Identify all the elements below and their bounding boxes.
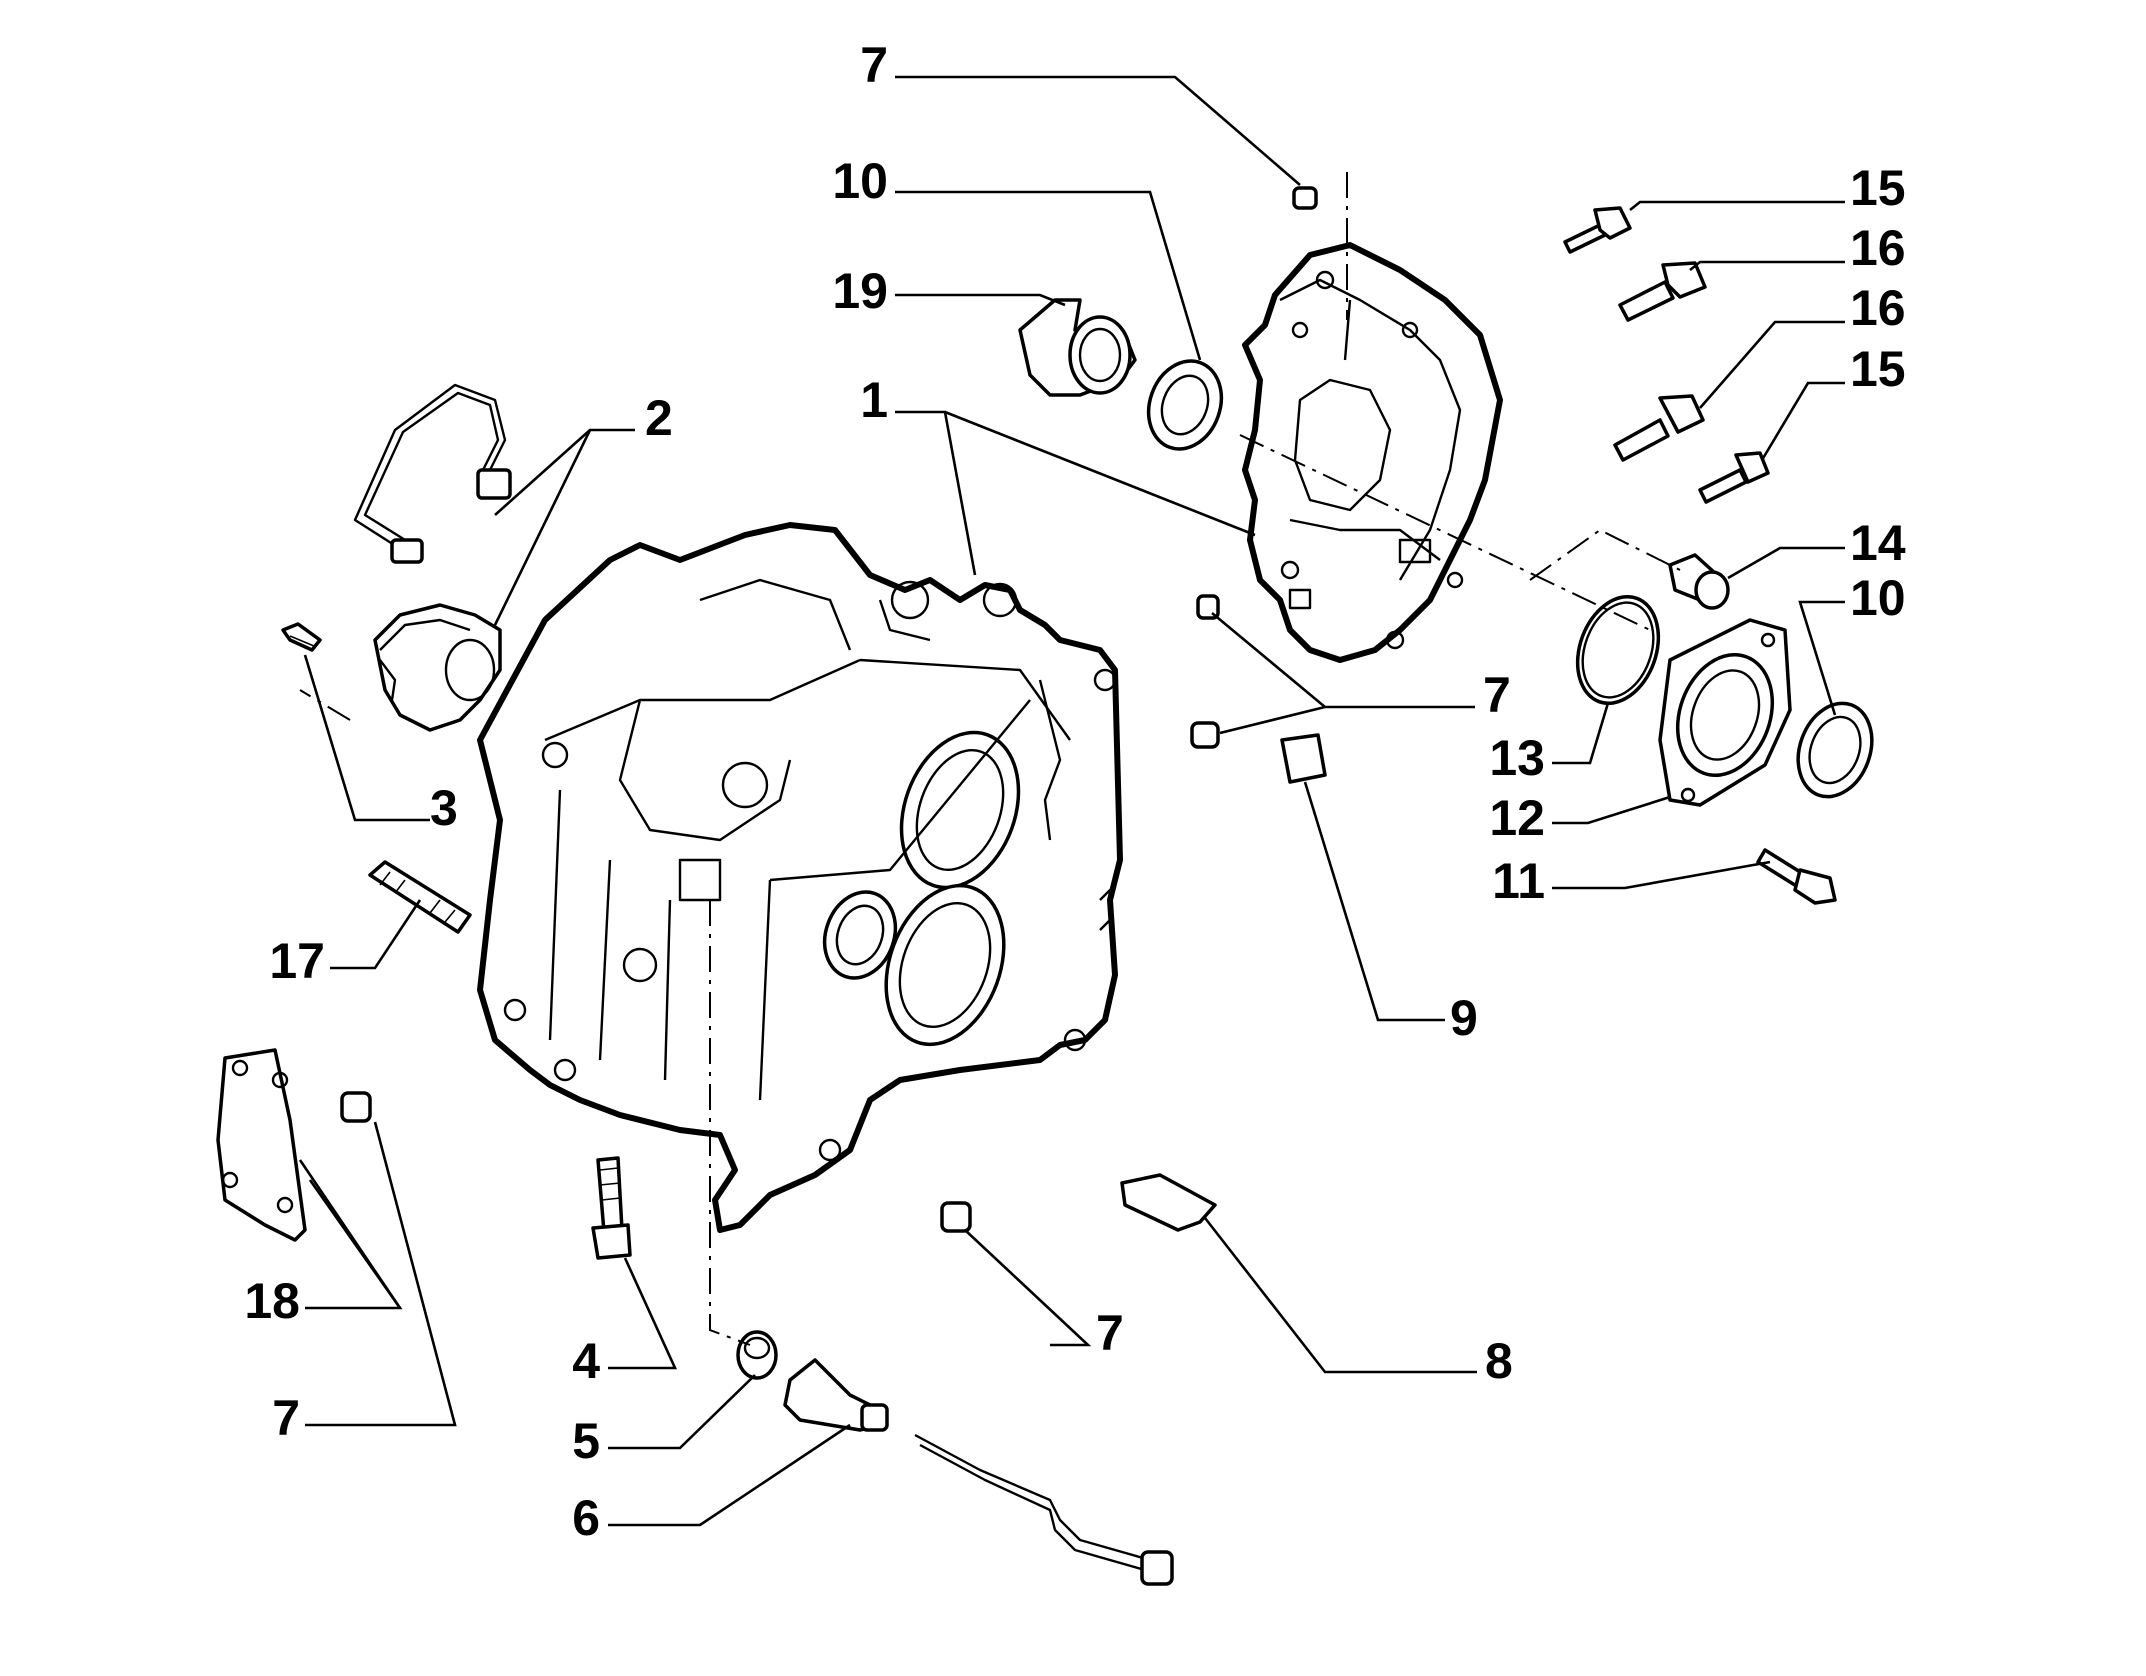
callout-3: 3 xyxy=(430,780,458,836)
callout-2: 2 xyxy=(645,390,673,446)
callout-19: 19 xyxy=(832,263,888,319)
callout-15-lower: 15 xyxy=(1850,341,1906,397)
sleeve-14-part xyxy=(1668,553,1730,610)
callout-16-lower: 16 xyxy=(1850,280,1906,336)
callout-12: 12 xyxy=(1489,790,1545,846)
cover-plate-18-part xyxy=(216,1048,307,1242)
callout-15-upper: 15 xyxy=(1850,160,1906,216)
screw-3-part xyxy=(281,622,322,652)
callout-6: 6 xyxy=(572,1490,600,1546)
rear-cover-part xyxy=(1242,242,1503,663)
callout-10-right: 10 xyxy=(1850,570,1906,626)
o-ring-13-part xyxy=(1575,594,1661,706)
bolt-16-lower-part xyxy=(1613,394,1705,462)
callout-7-bottom: 7 xyxy=(1096,1305,1124,1361)
callout-18: 18 xyxy=(244,1273,300,1329)
transmission-housing-part xyxy=(477,522,1123,1233)
callout-4: 4 xyxy=(572,1333,600,1389)
magnet-9-part xyxy=(1280,733,1327,784)
plug-5-part xyxy=(736,1330,778,1380)
bushing-7-left-part xyxy=(340,1091,372,1123)
stud-17-part xyxy=(368,860,472,934)
callout-17: 17 xyxy=(269,933,325,989)
callout-13: 13 xyxy=(1489,730,1545,786)
cap-7-top-part xyxy=(1292,186,1318,210)
callout-7-left: 7 xyxy=(272,1390,300,1446)
callout-16-upper: 16 xyxy=(1850,220,1906,276)
bolt-16-upper-part xyxy=(1618,261,1707,322)
assembly-axes xyxy=(299,172,1681,1346)
slave-cylinder-2-part xyxy=(373,603,502,732)
seal-10-upper-part xyxy=(1146,359,1224,451)
bearing-plate-12-part xyxy=(1658,618,1792,807)
sensor-6-part xyxy=(783,1358,889,1432)
callout-8: 8 xyxy=(1485,1333,1513,1389)
bolt-15-upper-part xyxy=(1563,206,1632,254)
clutch-line-2-part xyxy=(353,383,512,564)
callout-7-middle: 7 xyxy=(1483,667,1511,723)
bolt-15-lower-part xyxy=(1698,451,1770,504)
callout-14: 14 xyxy=(1850,515,1906,571)
bolt-4-part xyxy=(591,1156,632,1260)
sensor-cable-part xyxy=(914,1433,1174,1586)
seal-10-lower-part xyxy=(1796,701,1874,799)
cup-19-part xyxy=(1018,298,1137,397)
callout-11: 11 xyxy=(1492,853,1545,909)
callout-7-top: 7 xyxy=(860,37,888,93)
callout-5: 5 xyxy=(572,1413,600,1469)
callout-1: 1 xyxy=(860,372,888,428)
bushing-7-lower-part xyxy=(940,1201,972,1233)
callout-10-top: 10 xyxy=(832,153,888,209)
leader-lines xyxy=(298,75,1845,1527)
callout-9: 9 xyxy=(1450,990,1478,1046)
bushing-7-mid-part xyxy=(1190,594,1220,749)
plate-8-part xyxy=(1120,1173,1217,1232)
callout-labels: 7 10 19 1 2 3 17 15 16 16 15 14 10 7 13 … xyxy=(244,37,1905,1546)
bolt-11-part xyxy=(1756,848,1837,905)
